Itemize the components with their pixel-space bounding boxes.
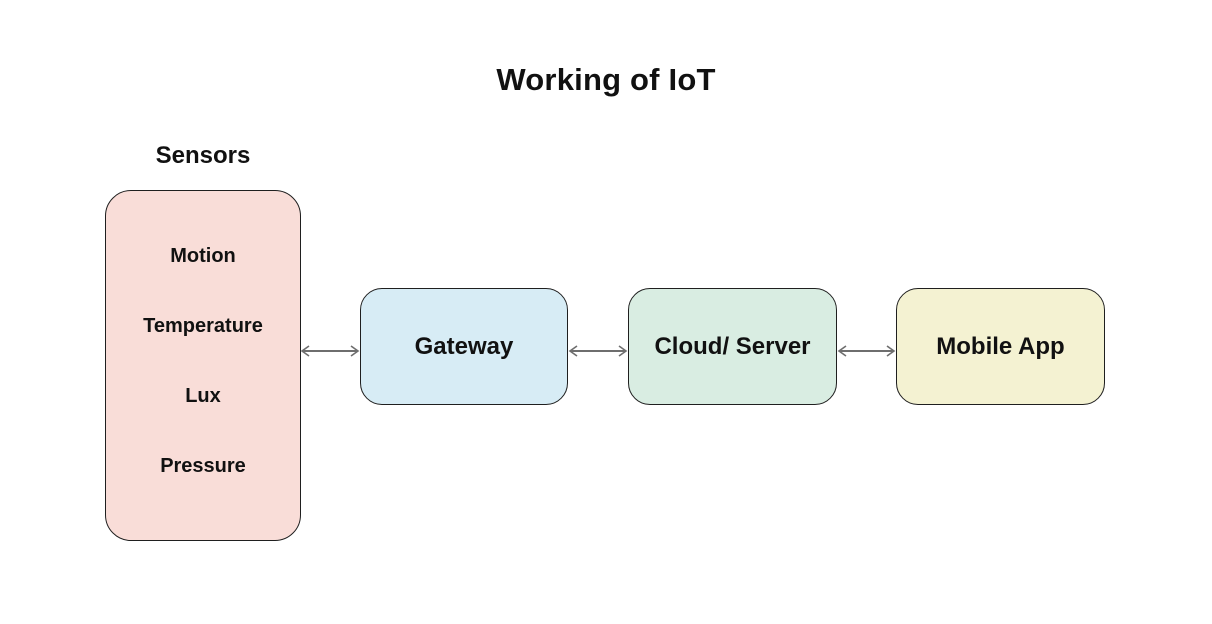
double-arrow-icon xyxy=(300,345,360,357)
node-cloud-server-label: Cloud/ Server xyxy=(654,332,811,360)
connector-cloud-mobile xyxy=(837,343,896,359)
sensor-item-motion: Motion xyxy=(170,245,236,267)
node-mobile-app: Mobile App xyxy=(896,288,1105,405)
node-gateway-label: Gateway xyxy=(414,332,514,360)
sensor-item-pressure: Pressure xyxy=(160,455,246,477)
node-gateway: Gateway xyxy=(360,288,568,405)
connector-sensors-gateway xyxy=(300,343,360,359)
sensors-group-label: Sensors xyxy=(155,142,251,169)
node-cloud-server: Cloud/ Server xyxy=(628,288,837,405)
sensor-item-lux: Lux xyxy=(185,385,221,407)
connector-gateway-cloud xyxy=(568,343,628,359)
sensor-item-temperature: Temperature xyxy=(143,315,263,337)
sensors-box: Motion Temperature Lux Pressure xyxy=(105,190,301,541)
double-arrow-icon xyxy=(568,345,628,357)
double-arrow-icon xyxy=(837,345,896,357)
node-mobile-app-label: Mobile App xyxy=(936,332,1065,360)
page-title: Working of IoT xyxy=(496,62,716,97)
